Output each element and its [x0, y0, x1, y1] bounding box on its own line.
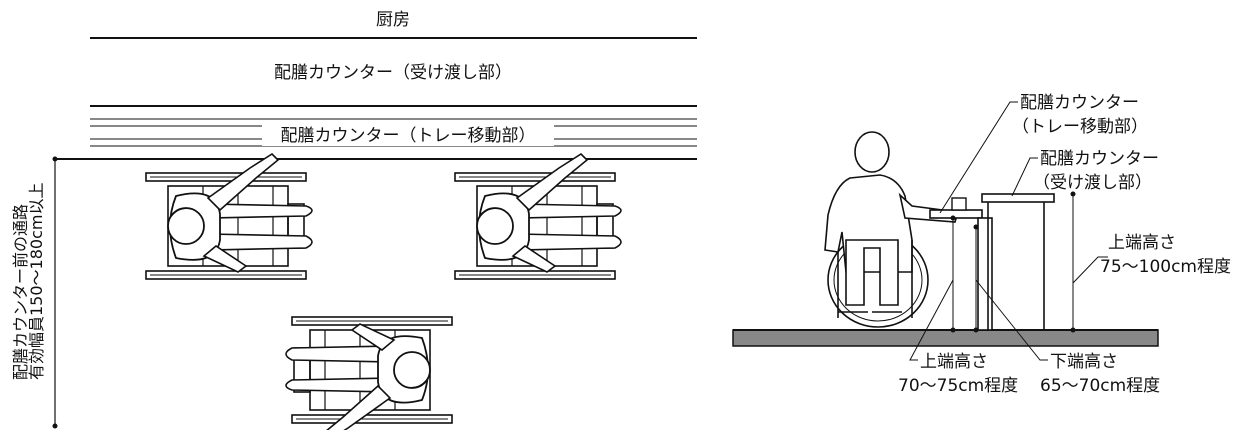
pass-counter-top — [981, 193, 1055, 203]
tray-counter-label-1: 配膳カウンター — [1020, 93, 1139, 113]
aisle-width-label: 配膳カウンター前の通路 有効幅員150～180cm以上 — [11, 183, 46, 380]
lower-leader — [975, 279, 1048, 361]
lower-label-1: 下端高さ — [1050, 352, 1118, 372]
pass-counter-label-1: 配膳カウンター — [1040, 149, 1159, 169]
wheelchair-user-icon — [285, 316, 453, 430]
counter-pass-label: 配膳カウンター（受け渡し部） — [274, 63, 512, 83]
svg-text:配膳カウンター前の通路: 配膳カウンター前の通路 — [11, 204, 30, 380]
svg-text:有効幅員150～180cm以上: 有効幅員150～180cm以上 — [27, 183, 46, 380]
wheelchair-user-icon — [454, 153, 622, 280]
wheelchair-user-side-icon — [824, 131, 960, 328]
upper-right-label-1: 上端高さ — [1108, 233, 1176, 253]
pass-counter-label-2: （受け渡し部） — [1033, 173, 1152, 193]
aisle-dimension-dot-bottom — [52, 423, 58, 429]
upper-right-leader — [1072, 256, 1108, 284]
counter-tray-label: 配膳カウンター（トレー移動部） — [281, 126, 536, 146]
tray-leader — [939, 101, 1018, 214]
section-view: 配膳カウンター （トレー移動部） 配膳カウンター （受け渡し部） 上端高さ 75… — [732, 93, 1231, 396]
pass-leader — [1011, 157, 1038, 197]
tray-counter-label-2: （トレー移動部） — [1012, 117, 1148, 137]
tray-shape — [951, 197, 967, 211]
tray-counter-shape — [929, 209, 983, 219]
floor — [732, 329, 1159, 347]
lower-label-2: 65～70cm程度 — [1040, 376, 1160, 396]
upper-left-label-1: 上端高さ — [920, 352, 988, 372]
upper-left-label-2: 70～75cm程度 — [898, 376, 1018, 396]
kitchen-label: 厨房 — [376, 10, 410, 30]
upper-right-label-2: 75～100cm程度 — [1100, 257, 1231, 277]
tray-counter-leg — [977, 217, 993, 331]
plan-view: 厨房 配膳カウンター（受け渡し部） 配膳カウンター（トレー移動部） 配膳カウンタ… — [11, 10, 697, 430]
upper-left-leader — [909, 279, 954, 361]
aisle-dimension-dot-top — [52, 156, 58, 162]
wheelchair-user-icon — [145, 153, 313, 280]
